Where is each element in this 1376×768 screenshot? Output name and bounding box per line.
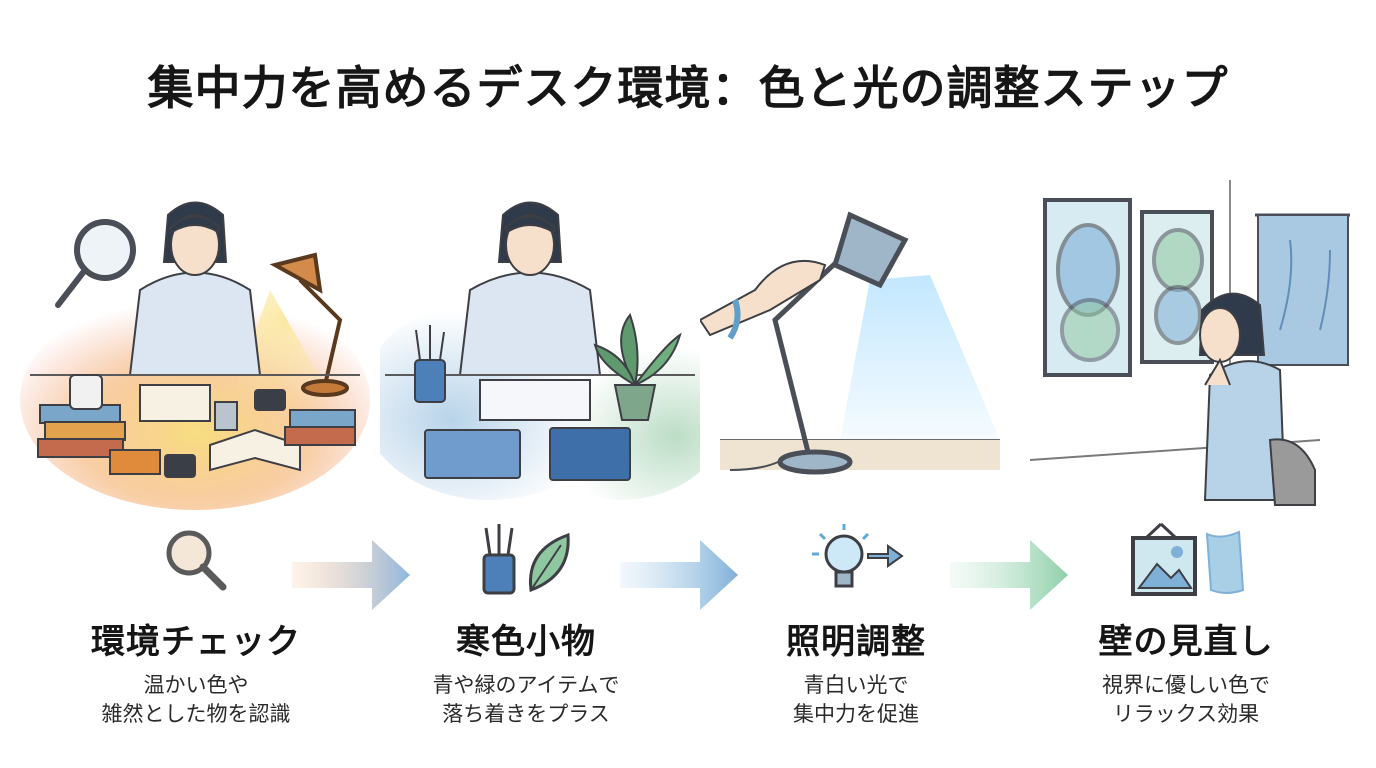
step-cool-items: 寒色小物 青や緑のアイテムで 落ち着きをプラス [366, 520, 686, 729]
step-description: 温かい色や 雑然とした物を認識 [36, 671, 356, 729]
step-description-line: 雑然とした物を認識 [101, 702, 291, 726]
hanging-tapestry [1255, 213, 1350, 366]
step-label: 照明調整 [786, 622, 926, 662]
wall-art-left [1043, 198, 1132, 377]
scene-cool-tone-desk [380, 170, 700, 510]
step-label: 壁の見直し [1098, 622, 1274, 662]
step-description-line: リラックス効果 [1112, 702, 1260, 726]
page-title: 集中力を高めるデスク環境：色と光の調整ステップ [147, 61, 1229, 115]
step-wall-review: 壁の見直し 視界に優しい色で リラックス効果 [1026, 520, 1346, 729]
step-description-line: 視界に優しい色で [1102, 673, 1270, 697]
potted-plant [593, 312, 682, 421]
flow-arrow [950, 540, 1070, 610]
desk-lamp [729, 211, 909, 475]
step-description: 視界に優しい色で リラックス効果 [1026, 671, 1346, 729]
scene-calm-wall [1030, 170, 1360, 510]
lightbulb-arrow-icon [812, 524, 904, 588]
flow-arrow [620, 540, 740, 610]
pen-cup [414, 325, 446, 403]
desk-lamp [269, 252, 349, 397]
scene-lamp-adjustment [700, 170, 1020, 510]
magnifier-icon [55, 219, 136, 308]
step-description: 青白い光で 集中力を促進 [696, 671, 1016, 729]
step-description-line: 青白い光で [803, 673, 909, 697]
step-environment-check: 環境チェック 温かい色や 雑然とした物を認識 [36, 520, 356, 729]
step-description-line: 青や緑のアイテムで [432, 673, 620, 697]
person [458, 201, 602, 376]
scene-cluttered-warm-desk [20, 170, 370, 510]
step-description-line: 集中力を促進 [793, 702, 919, 726]
flow-arrow [292, 540, 412, 610]
notebooks [424, 379, 631, 481]
desk-clutter [37, 374, 356, 478]
person [128, 201, 262, 376]
step-label: 環境チェック [91, 622, 301, 662]
picture-frame-and-cloth-icon [1131, 522, 1245, 596]
step-description-line: 温かい色や [143, 673, 249, 697]
hand [700, 259, 827, 340]
step-lighting-adjustment: 照明調整 青白い光で 集中力を促進 [696, 520, 1016, 729]
person-seated [1198, 292, 1316, 506]
pen-cup-and-leaf-icon [482, 524, 570, 595]
step-description-line: 落ち着きをプラス [442, 702, 610, 726]
magnifier-icon [166, 530, 227, 591]
step-label: 寒色小物 [456, 622, 596, 662]
step-description: 青や緑のアイテムで 落ち着きをプラス [366, 671, 686, 729]
